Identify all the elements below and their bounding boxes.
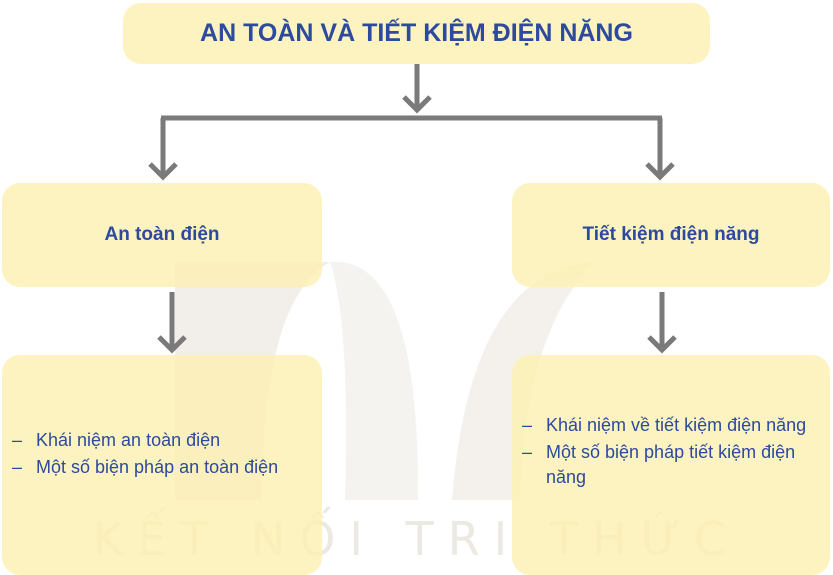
branch-node-right: Tiết kiệm điện năng: [512, 183, 830, 287]
arrow-title-head: [402, 95, 432, 114]
arrow-right-head: [645, 162, 675, 181]
list-item: – Khái niệm về tiết kiệm điện năng: [522, 413, 812, 438]
detail-list-right: – Khái niệm về tiết kiệm điện năng – Một…: [522, 413, 812, 492]
arrow-left-head: [148, 162, 178, 181]
list-item-text: Khái niệm an toàn điện: [36, 430, 221, 450]
branch-node-left: An toàn điện: [2, 183, 322, 287]
list-item: – Một số biện pháp an toàn điện: [12, 455, 302, 480]
list-item-text: Một số biện pháp tiết kiệm điện năng: [546, 442, 796, 487]
branch-heading-right: Tiết kiệm điện năng: [582, 224, 760, 245]
detail-node-left: – Khái niệm an toàn điện – Một số biện p…: [2, 355, 322, 575]
bullet-dash: –: [12, 457, 23, 477]
list-item: – Một số biện pháp tiết kiệm điện năng: [522, 440, 812, 490]
diagram-title: AN TOÀN VÀ TIẾT KIỆM ĐIỆN NĂNG: [200, 19, 633, 47]
detail-node-right: – Khái niệm về tiết kiệm điện năng – Một…: [512, 355, 830, 575]
bullet-dash: –: [522, 442, 533, 462]
arrow-left2-head: [157, 335, 187, 354]
root-node: AN TOÀN VÀ TIẾT KIỆM ĐIỆN NĂNG: [123, 3, 710, 64]
branch-heading-left: An toàn điện: [104, 224, 220, 245]
arrow-right2-head: [647, 335, 677, 354]
detail-list-left: – Khái niệm an toàn điện – Một số biện p…: [12, 428, 302, 482]
bullet-dash: –: [522, 415, 533, 435]
list-item: – Khái niệm an toàn điện: [12, 428, 302, 453]
bullet-dash: –: [12, 430, 23, 450]
list-item-text: Một số biện pháp an toàn điện: [36, 457, 279, 477]
list-item-text: Khái niệm về tiết kiệm điện năng: [546, 415, 807, 435]
